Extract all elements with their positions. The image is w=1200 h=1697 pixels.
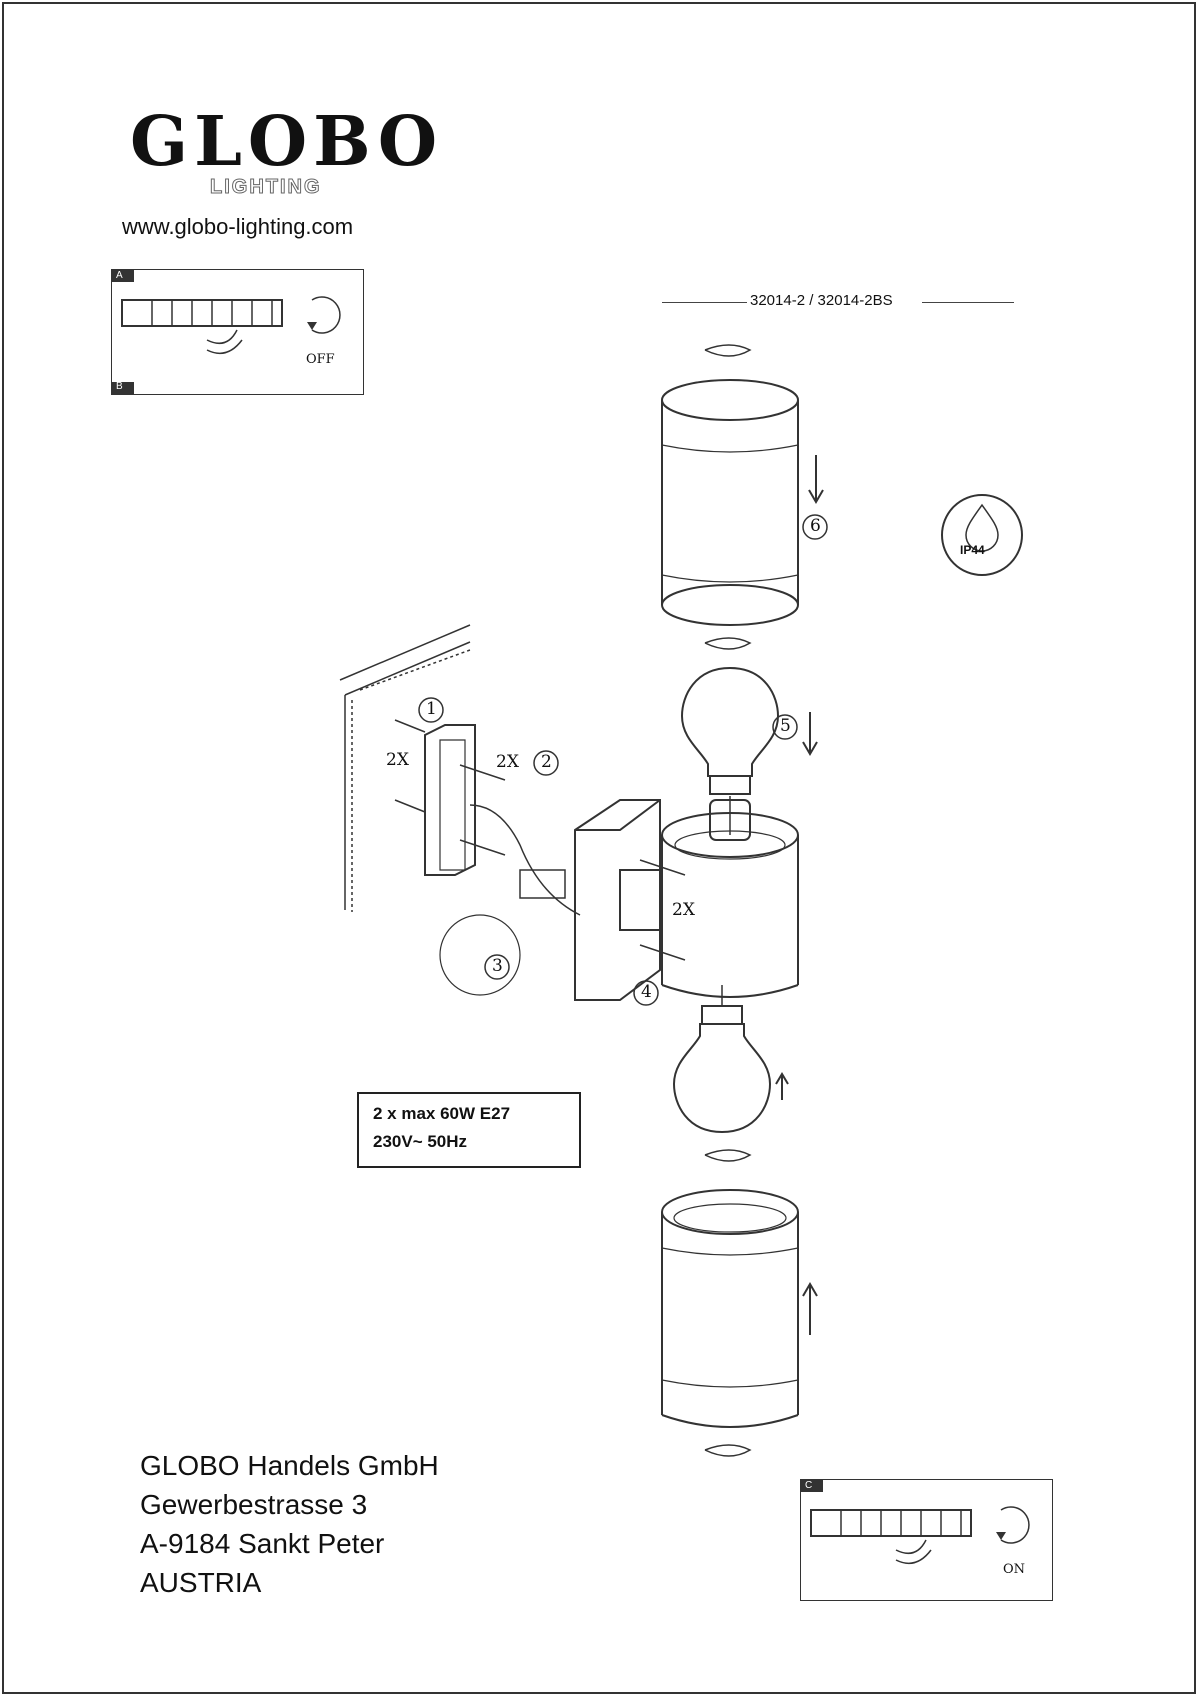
ip-rating: IP44: [960, 543, 985, 557]
base-plate: [424, 724, 476, 876]
address-city: A-9184 Sankt Peter: [140, 1528, 385, 1559]
step-2: 2: [541, 752, 552, 772]
step-4: 4: [641, 982, 652, 1002]
switch-off-illustration: [112, 270, 341, 394]
step-5: 5: [780, 716, 791, 736]
wall: [339, 624, 471, 912]
quantity-label-4: 2X: [672, 900, 695, 920]
inset-switch-on: C ON: [800, 1479, 1053, 1601]
inset-off-label: OFF: [306, 352, 335, 367]
bulb-top: [680, 666, 780, 795]
spec-line-1: 2 x max 60W E27: [373, 1104, 511, 1123]
inset-tag-c: C: [805, 1480, 813, 1491]
screws: [394, 719, 686, 961]
step-6: 6: [810, 516, 821, 536]
step-3: 3: [492, 956, 503, 976]
switch-on-illustration: [801, 1480, 1030, 1565]
model-number: 32014-2 / 32014-2BS: [750, 292, 893, 309]
inset-tag-b: B: [116, 381, 123, 392]
bulb-bottom: [672, 1005, 772, 1134]
inset-on-label: ON: [1003, 1562, 1026, 1577]
top-diffuser: [661, 379, 799, 626]
mounting-bracket: [574, 799, 661, 1001]
address-company: GLOBO Handels GmbH: [140, 1450, 439, 1481]
address-country: AUSTRIA: [140, 1567, 262, 1598]
address-block: GLOBO Handels GmbH Gewerbestrasse 3 A-91…: [140, 1446, 439, 1602]
model-rule-right: [922, 302, 1014, 303]
spec-box: 2 x max 60W E27 230V~ 50Hz: [357, 1092, 581, 1168]
brand-sub: LIGHTING: [210, 176, 322, 199]
spec-line-2: 230V~ 50Hz: [373, 1132, 468, 1151]
step-1: 1: [426, 699, 437, 719]
website-url: www.globo-lighting.com: [122, 214, 354, 239]
quantity-label-1: 2X: [386, 750, 409, 770]
brand-logo: GLOBO: [130, 102, 444, 182]
lamp-body: [661, 799, 799, 998]
quantity-label-2: 2X: [496, 752, 519, 772]
inset-switch-off: A B OFF: [111, 269, 364, 395]
model-rule-left: [662, 302, 747, 303]
ip44-icon: [941, 494, 1023, 576]
inset-tag-a: A: [116, 270, 123, 281]
address-street: Gewerbestrasse 3: [140, 1489, 368, 1520]
bottom-diffuser: [661, 1189, 799, 1428]
